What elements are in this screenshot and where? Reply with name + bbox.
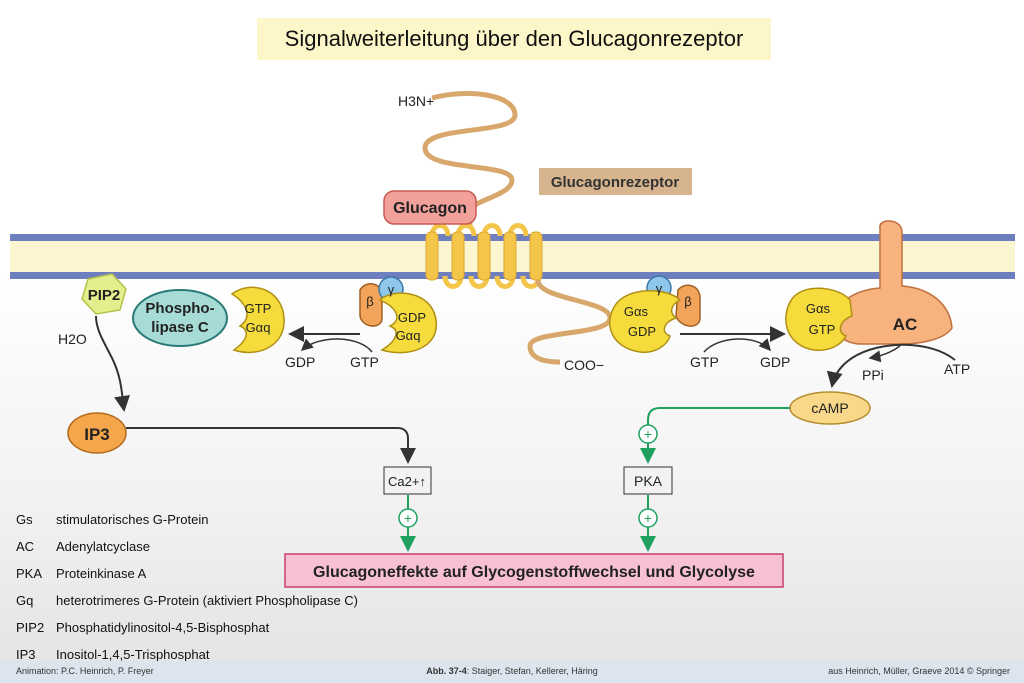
plus-icon xyxy=(638,424,658,444)
pip2-to-ip3-arrow xyxy=(95,315,130,412)
pip2-hexagon: PIP2 xyxy=(81,273,127,315)
gdp-mid-label: GDP xyxy=(760,354,790,370)
ppi-release-arrow xyxy=(868,345,901,363)
gtp-mid-label: GTP xyxy=(690,354,719,370)
plus-sign-ca: + xyxy=(404,510,412,526)
camp-to-pka-arrow xyxy=(640,407,790,464)
ip3-to-ca-arrow xyxy=(126,427,416,464)
legend-item: Gs stimulatorisches G-Protein xyxy=(16,506,436,533)
legend-abbr: Gq xyxy=(16,593,34,608)
gtp-left-label: GTP xyxy=(350,354,379,370)
gs-beta-label: β xyxy=(684,294,691,309)
h2o-label: H2O xyxy=(58,331,87,347)
footer-source: aus Heinrich, Müller, Graeve 2014 © Spri… xyxy=(828,666,1010,676)
plus-sign-camp: + xyxy=(644,426,652,442)
pka-label: PKA xyxy=(634,473,663,489)
pip2-label: PIP2 xyxy=(88,287,121,304)
glucagon-ligand: Glucagon xyxy=(383,190,477,225)
footer-figure-caption: Abb. 37-4: Staiger, Stefan, Kellerer, Hä… xyxy=(0,666,1024,676)
gtp-gdp-exchange-mid xyxy=(703,338,771,353)
camp-label: cAMP xyxy=(811,400,848,416)
gs-alpha-label: Gαs xyxy=(624,304,649,319)
footer-figure-number: Abb. 37-4 xyxy=(426,666,467,676)
gaq-gtp-protein: GTP Gαq xyxy=(230,286,285,354)
legend-text: Phosphatidylinositol-4,5-Bisphosphat xyxy=(56,620,270,635)
footer-bar: Animation: P.C. Heinrich, P. Freyer Abb.… xyxy=(0,661,1024,683)
legend-text: heterotrimeres G-Protein (aktiviert Phos… xyxy=(56,593,359,608)
ip3-node: IP3 xyxy=(67,412,127,454)
gdp-left-label: GDP xyxy=(285,354,315,370)
receptor-c-terminus xyxy=(527,279,613,365)
gas-ac-gtp-label: GTP xyxy=(809,322,836,337)
receptor-helices xyxy=(425,223,543,289)
legend-abbr: Gs xyxy=(16,512,33,527)
gs-heterotrimer: γ β Gαs GDP xyxy=(609,275,701,353)
atp-label: ATP xyxy=(944,361,970,377)
phospholipase-c: Phospho- lipase C xyxy=(132,289,228,347)
atp-to-camp-arrow xyxy=(826,343,956,388)
effects-box: Glucagoneffekte auf Glycogenstoffwechsel… xyxy=(284,553,784,588)
gtp-gdp-exchange-left xyxy=(300,338,373,353)
plus-icon xyxy=(638,508,658,528)
receptor-n-terminus xyxy=(422,91,518,228)
effects-label: Glucagoneffekte auf Glycogenstoffwechsel… xyxy=(313,564,755,581)
legend-text: stimulatorisches G-Protein xyxy=(56,512,209,527)
ppi-label: PPi xyxy=(862,367,884,383)
gq-alpha-label: Gαq xyxy=(396,328,421,343)
gq-gamma-label: γ xyxy=(388,282,395,297)
calcium-label: Ca2+↑ xyxy=(388,474,426,489)
footer-credit: Animation: P.C. Heinrich, P. Freyer xyxy=(16,666,154,676)
camp-node: cAMP xyxy=(789,391,871,425)
legend-text: Inositol-1,4,5-Trisphosphat xyxy=(56,647,210,662)
legend-item: AC Adenylatcyclase xyxy=(16,533,436,560)
gs-gdp-label: GDP xyxy=(628,324,656,339)
page-title: Signalweiterleitung über den Glucagonrez… xyxy=(257,18,771,60)
legend-abbr: PIP2 xyxy=(16,620,45,635)
ip3-label: IP3 xyxy=(84,425,110,444)
legend-abbr: AC xyxy=(16,539,35,554)
legend-item: PKA Proteinkinase A xyxy=(16,560,436,587)
phospholipase-label-2: lipase C xyxy=(151,319,209,336)
legend-text: Adenylatcyclase xyxy=(56,539,150,554)
gq-gdp-label: GDP xyxy=(398,310,426,325)
gas-ac-alpha-label: Gαs xyxy=(806,301,831,316)
glucagonrezeptor-label-text: Glucagonrezeptor xyxy=(551,174,680,191)
gaq-plc-label: Gαq xyxy=(246,320,271,335)
legend-item: IP3 Inositol-1,4,5-Trisphosphat xyxy=(16,641,436,668)
glucagon-label: Glucagon xyxy=(393,200,467,217)
coo-label: COO− xyxy=(564,357,604,373)
glucagonrezeptor-label: Glucagonrezeptor xyxy=(539,168,692,195)
gs-gamma-label: γ xyxy=(656,281,663,296)
h3n-label: H3N+ xyxy=(398,93,434,109)
legend-abbr: IP3 xyxy=(16,647,36,662)
plus-icon xyxy=(398,508,418,528)
footer-authors: : Staiger, Stefan, Kellerer, Häring xyxy=(466,666,598,676)
plus-sign-pka: + xyxy=(644,510,652,526)
pka-box: PKA xyxy=(623,466,673,495)
phospholipase-label-1: Phospho- xyxy=(145,300,214,317)
calcium-box: Ca2+↑ xyxy=(383,466,432,495)
ac-label: AC xyxy=(893,315,918,334)
abbreviation-legend: Gs stimulatorisches G-Protein AC Adenylatc… xyxy=(16,506,436,668)
gas-gtp-protein: Gαs GTP xyxy=(785,287,853,352)
legend-abbr: PKA xyxy=(16,566,43,581)
legend-item: Gq heterotrimeres G-Protein (aktiviert Ph… xyxy=(16,587,436,614)
legend-text: Proteinkinase A xyxy=(56,566,147,581)
gq-beta-label: β xyxy=(366,294,373,309)
gq-heterotrimer: γ β GDP Gαq xyxy=(359,276,437,354)
gaq-gtp-label: GTP xyxy=(245,301,272,316)
legend-item: PIP2 Phosphatidylinositol-4,5-Bisphosphat xyxy=(16,614,436,641)
